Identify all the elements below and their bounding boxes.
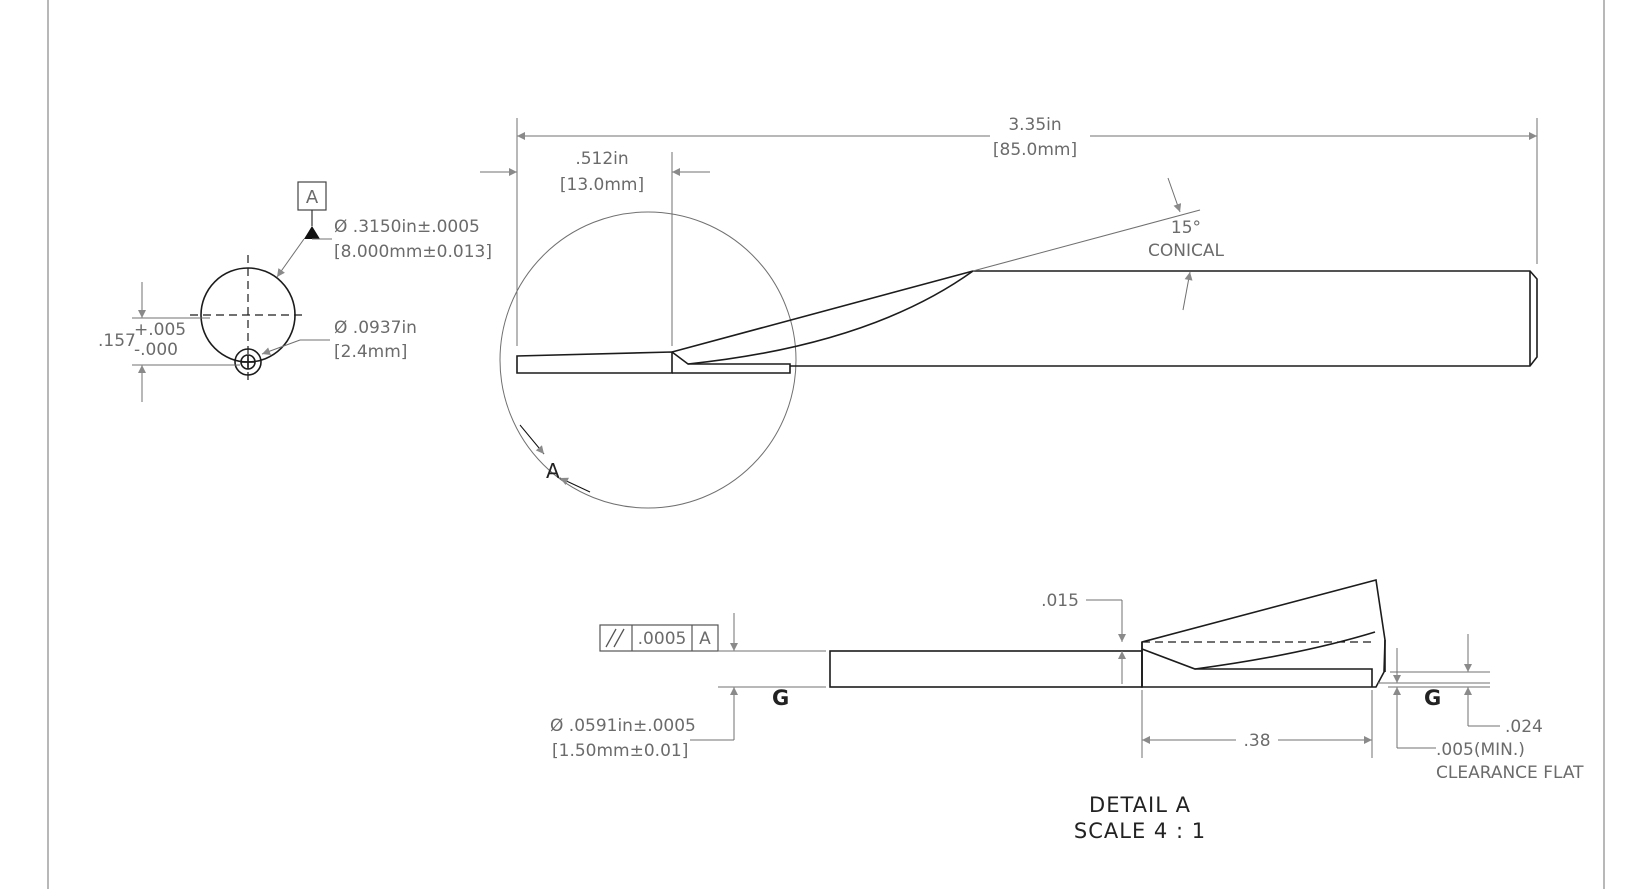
detail-view: .0005 A Ø .0591in±.0005 [1.50mm±0.01] G …	[550, 578, 1584, 843]
diameter-leader	[276, 238, 305, 278]
end-view: A Ø .3150in±.0005 [8.000mm±0.013] Ø .093…	[98, 181, 492, 402]
cone-angle: 15°	[1171, 218, 1201, 238]
angle-arrow-bottom	[1182, 271, 1193, 311]
datum-label: A	[306, 187, 319, 208]
side-view: A 3.35in [85.0mm] .512in [13.0mm] 15° CO…	[480, 115, 1538, 509]
overall-length-in: 3.35in	[1008, 115, 1061, 135]
end-diameter-in: Ø .3150in±.0005	[334, 217, 480, 237]
cone-curve	[687, 270, 974, 365]
flat-depth: .024	[1505, 717, 1543, 737]
overall-length-mm: [85.0mm]	[993, 140, 1077, 160]
end-diameter-mm: [8.000mm±0.013]	[334, 242, 492, 262]
detail-title: DETAIL A	[1089, 793, 1191, 817]
detail-diameter-mm: [1.50mm±0.01]	[552, 741, 688, 761]
hole-outline	[234, 348, 262, 376]
angle-extension	[972, 209, 1201, 272]
detail-arrow-2	[559, 477, 591, 493]
length-value: .38	[1243, 731, 1270, 751]
cone-angle-note: CONICAL	[1148, 241, 1224, 261]
detail-scale: SCALE 4 : 1	[1074, 819, 1206, 843]
tip-length-in: .512in	[575, 149, 628, 169]
hole-diameter-in: Ø .0937in	[334, 318, 417, 338]
offset-minus: -.000	[134, 340, 178, 360]
fcf-value: .0005	[638, 629, 687, 649]
detail-arrow-1	[519, 424, 545, 455]
depth-value: .015	[1041, 591, 1079, 611]
detail-tip-body	[829, 650, 1143, 688]
fcf-datum: A	[699, 629, 711, 649]
angle-arrow-top	[1167, 177, 1182, 213]
flat-min: .005(MIN.)	[1436, 740, 1525, 760]
tip-flat	[671, 351, 791, 374]
detail-flat-outline	[1195, 668, 1373, 687]
surface-symbol-right: G	[1424, 686, 1441, 710]
offset-base: .157	[98, 331, 136, 351]
datum-triangle-icon	[304, 226, 320, 239]
detail-diameter-in: Ø .0591in±.0005	[550, 716, 696, 736]
shank-outline	[790, 270, 1538, 367]
detail-cone-outline	[1141, 578, 1386, 688]
parallelism-icon	[605, 628, 625, 648]
hole-diameter-mm: [2.4mm]	[334, 342, 407, 362]
tip-length-mm: [13.0mm]	[560, 175, 644, 195]
cone-upper-edge	[671, 270, 974, 353]
fcf-frame	[599, 624, 719, 652]
detail-callout-label: A	[546, 459, 560, 483]
detail-circle	[499, 211, 797, 509]
hole-leader-arrow	[261, 339, 301, 355]
detail-cone-curve	[1141, 631, 1376, 670]
flat-note: CLEARANCE FLAT	[1436, 763, 1584, 783]
tip-outline	[516, 351, 673, 374]
offset-plus: +.005	[134, 320, 186, 340]
surface-symbol-left: G	[772, 686, 789, 710]
